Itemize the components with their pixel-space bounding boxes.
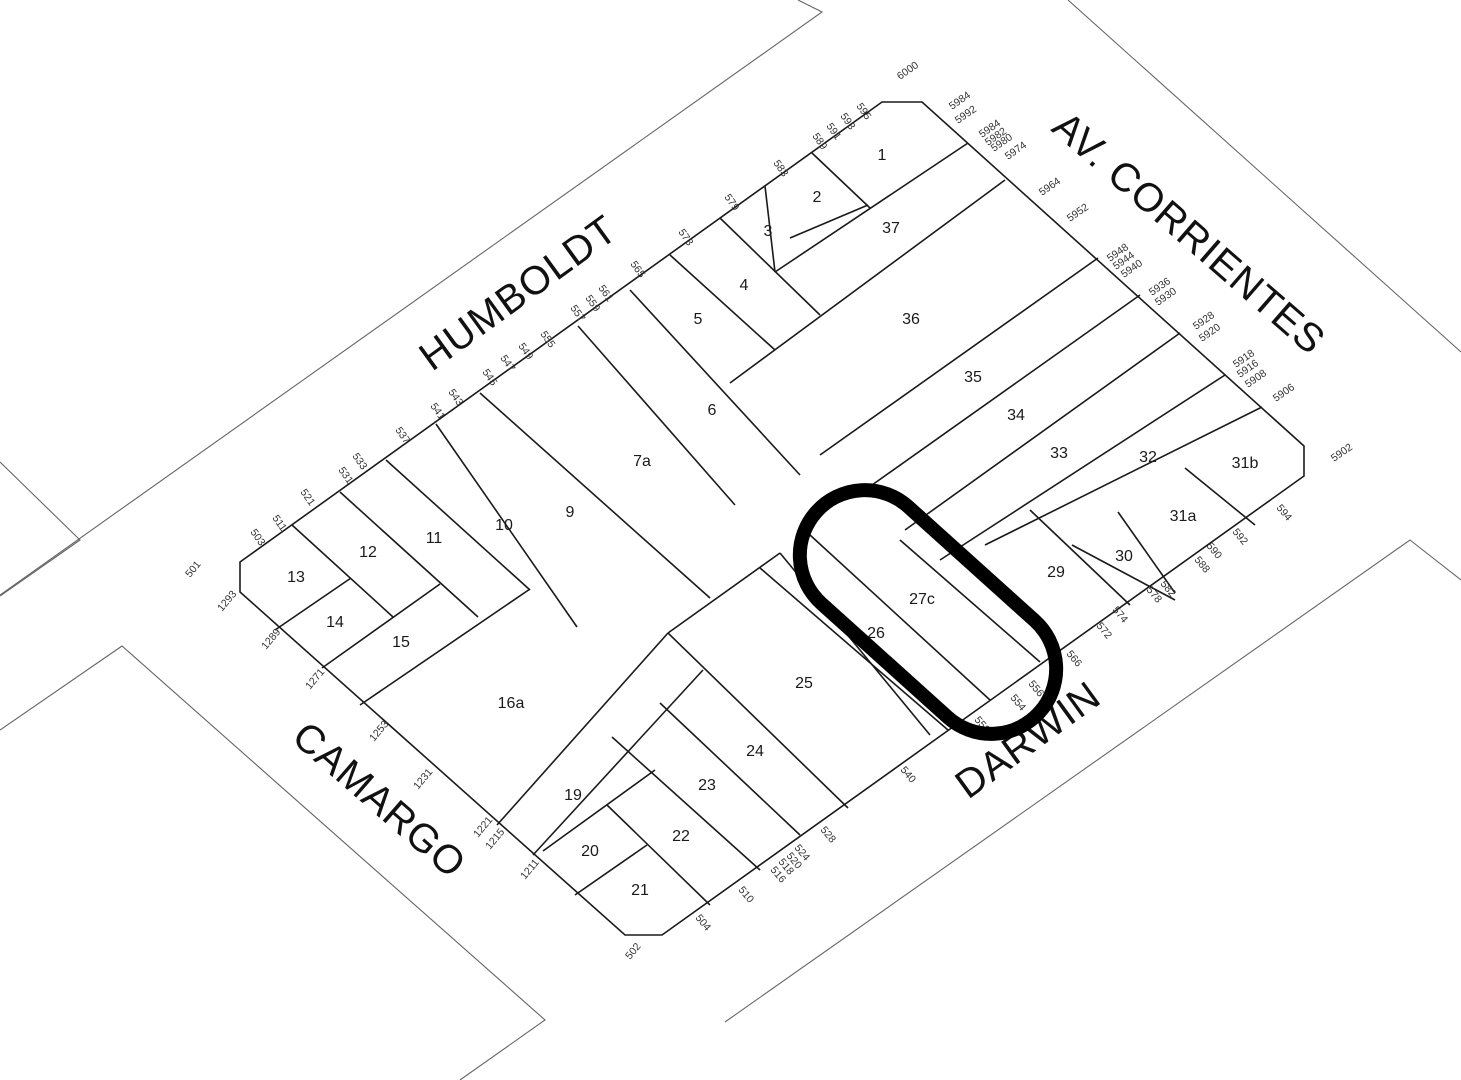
lot-34: 34 xyxy=(1007,407,1025,424)
house-number: 501 xyxy=(183,559,204,580)
lot-labels: 1 2 3 4 5 6 7a 9 10 11 12 13 14 15 16a 1… xyxy=(287,147,1258,899)
lot-9: 9 xyxy=(566,504,575,521)
lot-10: 10 xyxy=(495,517,513,534)
lot-35: 35 xyxy=(964,369,982,386)
house-number: 566 xyxy=(1064,648,1085,669)
house-number: 1231 xyxy=(411,766,435,792)
lot-23: 23 xyxy=(698,777,716,794)
house-number: 554 xyxy=(1008,692,1029,713)
lot-29: 29 xyxy=(1047,564,1065,581)
house-number: 5952 xyxy=(1065,201,1091,224)
house-number: 1211 xyxy=(518,857,542,882)
highlight-ring xyxy=(792,483,1064,741)
lot-27c: 27c xyxy=(909,591,935,608)
house-number: 594 xyxy=(1274,502,1295,523)
lot-16a: 16a xyxy=(498,695,525,712)
lot-12: 12 xyxy=(359,544,377,561)
lot-31a: 31a xyxy=(1170,508,1197,525)
lot-25: 25 xyxy=(795,675,813,692)
house-number: 588 xyxy=(1192,554,1213,575)
lot-6: 6 xyxy=(708,402,717,419)
lot-32: 32 xyxy=(1139,449,1157,466)
lot-36: 36 xyxy=(902,311,920,328)
lot-37: 37 xyxy=(882,220,900,237)
lot-3: 3 xyxy=(764,223,773,240)
lot-2: 2 xyxy=(813,189,822,206)
house-number: 592 xyxy=(1230,526,1251,547)
house-number: 6000 xyxy=(895,59,921,82)
block-outline xyxy=(239,101,1305,936)
lot-13: 13 xyxy=(287,569,305,586)
house-number: 1293 xyxy=(215,588,239,614)
lot-22: 22 xyxy=(672,828,690,845)
lot-14: 14 xyxy=(326,614,344,631)
house-number: 533 xyxy=(350,451,370,472)
lot-19: 19 xyxy=(564,787,582,804)
house-number: 5964 xyxy=(1037,175,1063,198)
lot-15: 15 xyxy=(392,634,410,651)
house-number: 510 xyxy=(736,884,757,905)
lot-24: 24 xyxy=(746,743,764,760)
lot-21: 21 xyxy=(631,882,649,899)
lot-26: 26 xyxy=(867,625,885,642)
lot-5: 5 xyxy=(694,311,703,328)
house-number: 540 xyxy=(898,764,919,785)
house-number: 502 xyxy=(623,941,644,962)
lot-7a: 7a xyxy=(633,453,651,470)
lot-1: 1 xyxy=(878,147,887,164)
lot-33: 33 xyxy=(1050,445,1068,462)
lot-30: 30 xyxy=(1115,548,1133,565)
house-number: 5902 xyxy=(1329,441,1355,464)
lot-4: 4 xyxy=(740,277,749,294)
lot-31b: 31b xyxy=(1232,455,1259,472)
house-number: 1271 xyxy=(303,666,327,692)
lot-11: 11 xyxy=(426,530,443,547)
lot-20: 20 xyxy=(581,843,599,860)
house-number: 528 xyxy=(818,824,839,845)
house-number: 5906 xyxy=(1271,381,1297,404)
lot-lines xyxy=(274,142,1263,906)
house-number: 521 xyxy=(298,487,318,508)
house-number: 1289 xyxy=(259,626,283,652)
house-number: 504 xyxy=(693,912,714,933)
